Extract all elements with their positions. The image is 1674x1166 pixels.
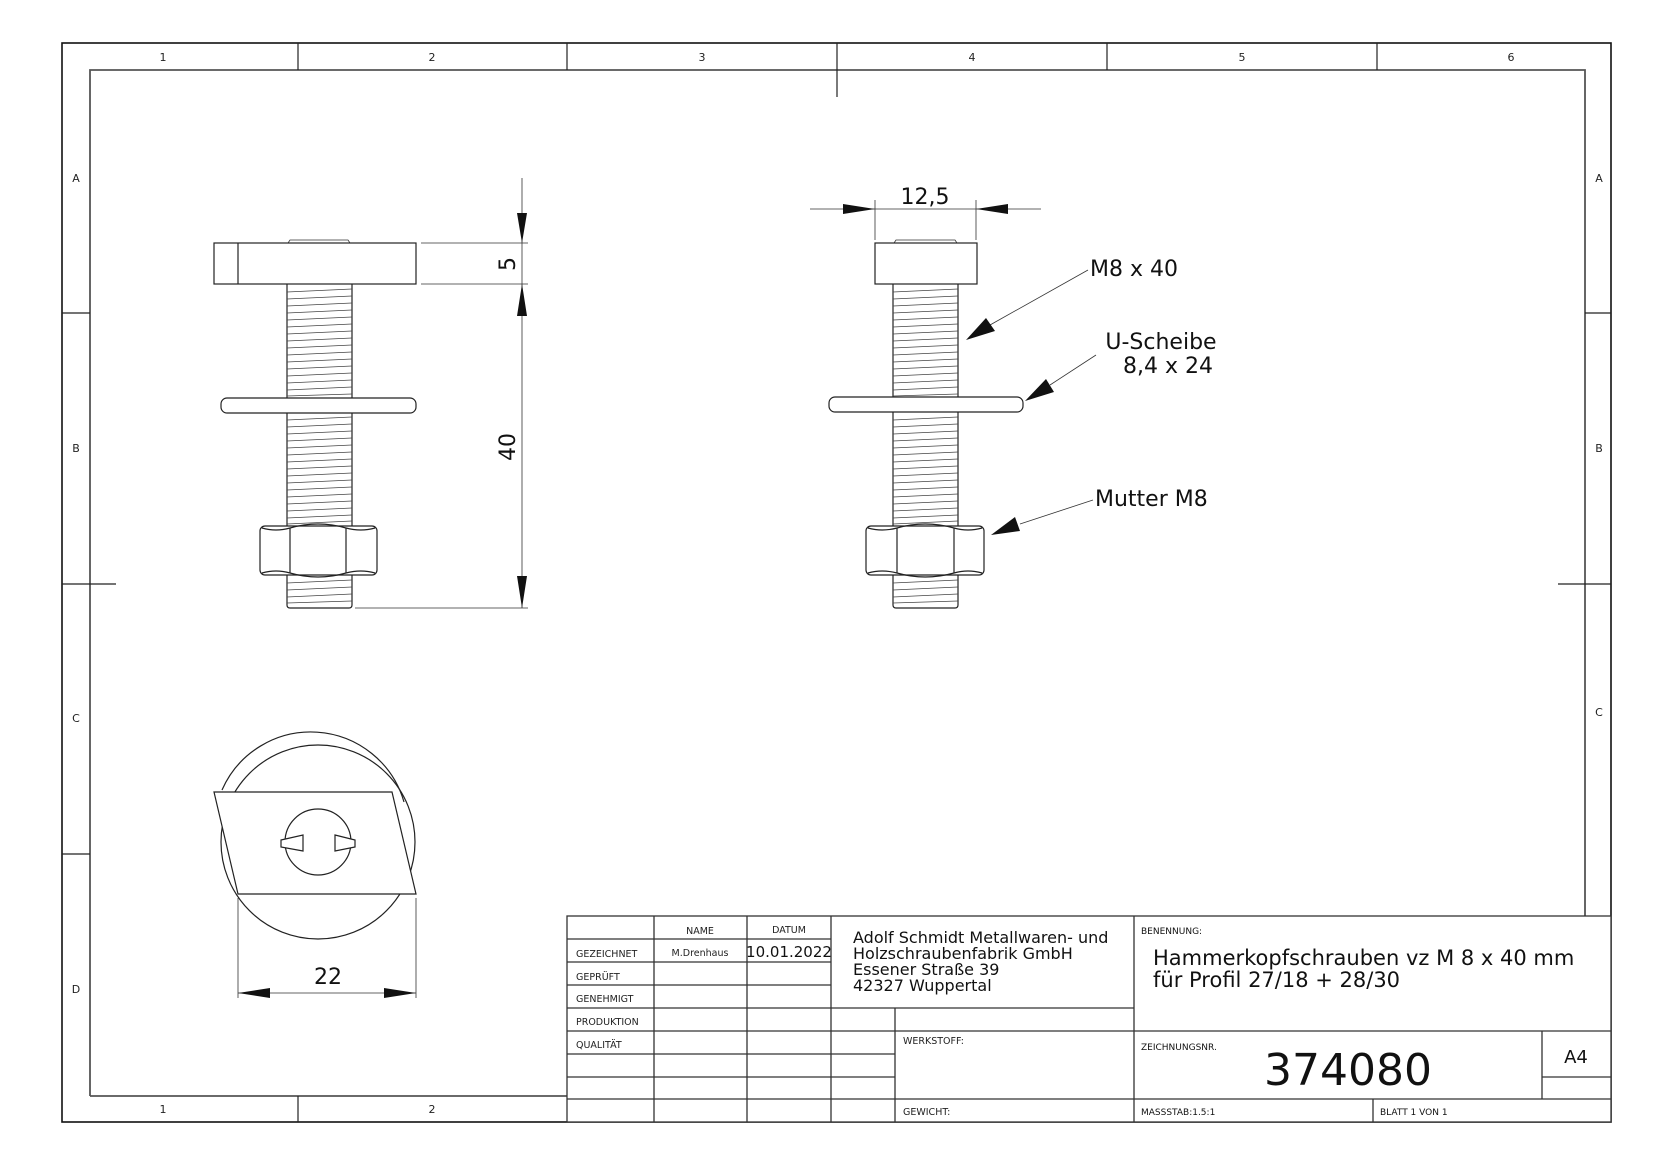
callout-washer-label-2: 8,4 x 24: [1123, 354, 1213, 379]
zeichnungsnr-label: ZEICHNUNGSNR.: [1141, 1043, 1217, 1053]
row-label-geprueft: GEPRÜFT: [576, 972, 620, 983]
zone-row-b-right: B: [1595, 442, 1603, 455]
zone-labels: 1 2 3 4 5 6 1 2 A B C D A B C: [72, 51, 1603, 1116]
dimension-head-width: 12,5: [810, 185, 1041, 240]
benennung-label: BENENNUNG:: [1141, 927, 1202, 937]
side-view-left: 5 40: [213, 178, 528, 609]
zone-col-2-bottom: 2: [429, 1103, 436, 1116]
zone-row-b: B: [72, 442, 80, 455]
benennung-line-2: für Profil 27/18 + 28/30: [1153, 968, 1400, 992]
zone-row-c: C: [72, 712, 80, 725]
side-view-right: 12,5 M8 x 40 U-Scheibe 8,4 x 24 Mutter M…: [810, 185, 1217, 609]
zone-col-2: 2: [429, 51, 436, 64]
bolt-head: [874, 242, 978, 285]
hex-nut-right: [865, 523, 985, 578]
thread-tab-left: [280, 834, 304, 852]
hammer-head-outline: [213, 791, 417, 895]
company-line-1: Adolf Schmidt Metallwaren- und: [853, 928, 1108, 947]
zone-dividers: [62, 43, 1611, 1122]
dim-length: 40: [496, 433, 521, 461]
zone-col-1-bottom: 1: [160, 1103, 167, 1116]
callout-bolt-label: M8 x 40: [1090, 257, 1178, 282]
header-name: NAME: [686, 926, 714, 937]
sheet-format: A4: [1564, 1047, 1588, 1068]
callout-washer: U-Scheibe 8,4 x 24: [1025, 330, 1217, 401]
zone-col-1: 1: [160, 51, 167, 64]
header-date: DATUM: [772, 925, 806, 936]
callout-nut-label: Mutter M8: [1095, 487, 1208, 512]
hex-nut: [259, 523, 378, 578]
dim-head-width: 12,5: [901, 185, 950, 210]
werkstoff-label: WERKSTOFF:: [903, 1036, 964, 1047]
company-line-3: Essener Straße 39: [853, 960, 999, 979]
zone-row-d: D: [72, 983, 80, 996]
zone-col-4: 4: [969, 51, 976, 64]
drawing-number: 374080: [1264, 1045, 1432, 1096]
row-label-qualitaet: QUALITÄT: [576, 1040, 622, 1051]
bottom-view: 22: [213, 731, 417, 998]
sheet-count: BLATT 1 VON 1: [1380, 1108, 1448, 1118]
washer-outline-circle: [220, 744, 416, 940]
row-label-produktion: PRODUKTION: [576, 1017, 639, 1028]
drawn-by-name: M.Drenhaus: [672, 948, 729, 959]
row-label-gezeichnet: GEZEICHNET: [576, 949, 638, 960]
callout-bolt: M8 x 40: [966, 257, 1178, 340]
threaded-shank-right: [892, 284, 959, 609]
dim-head-height: 5: [496, 257, 521, 271]
dimension-diameter: 22: [237, 898, 417, 998]
company-line-2: Holzschraubenfabrik GmbH: [853, 944, 1073, 963]
callout-washer-label-1: U-Scheibe: [1105, 330, 1216, 355]
hammer-head: [213, 242, 417, 285]
scale: MASSSTAB:1.5:1: [1141, 1108, 1215, 1118]
dimension-lines-left: 5 40: [355, 178, 528, 609]
zone-row-a: A: [72, 172, 80, 185]
dim-diameter: 22: [314, 965, 342, 990]
washer-right: [828, 396, 1024, 413]
thread-tab-right: [334, 834, 356, 852]
company-line-4: 42327 Wuppertal: [853, 976, 992, 995]
washer: [220, 397, 417, 414]
zone-row-c-right: C: [1595, 706, 1603, 719]
row-label-genehmigt: GENEHMIGT: [576, 994, 634, 1005]
zone-col-6: 6: [1508, 51, 1515, 64]
zone-col-5: 5: [1239, 51, 1246, 64]
callout-nut: Mutter M8: [991, 487, 1208, 535]
gewicht-label: GEWICHT:: [903, 1107, 950, 1118]
zone-col-3: 3: [699, 51, 706, 64]
threaded-shank: [286, 284, 353, 609]
zone-row-a-right: A: [1595, 172, 1603, 185]
drawn-date: 10.01.2022: [746, 943, 832, 961]
title-block: NAME DATUM GEZEICHNET GEPRÜFT GENEHMIGT …: [566, 915, 1612, 1123]
benennung-line-1: Hammerkopfschrauben vz M 8 x 40 mm: [1153, 946, 1574, 970]
